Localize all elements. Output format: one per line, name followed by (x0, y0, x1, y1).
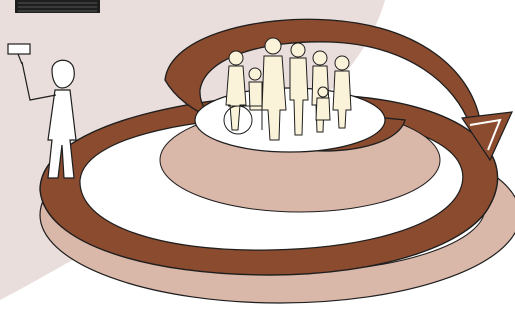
scribble-banner (15, 0, 100, 13)
